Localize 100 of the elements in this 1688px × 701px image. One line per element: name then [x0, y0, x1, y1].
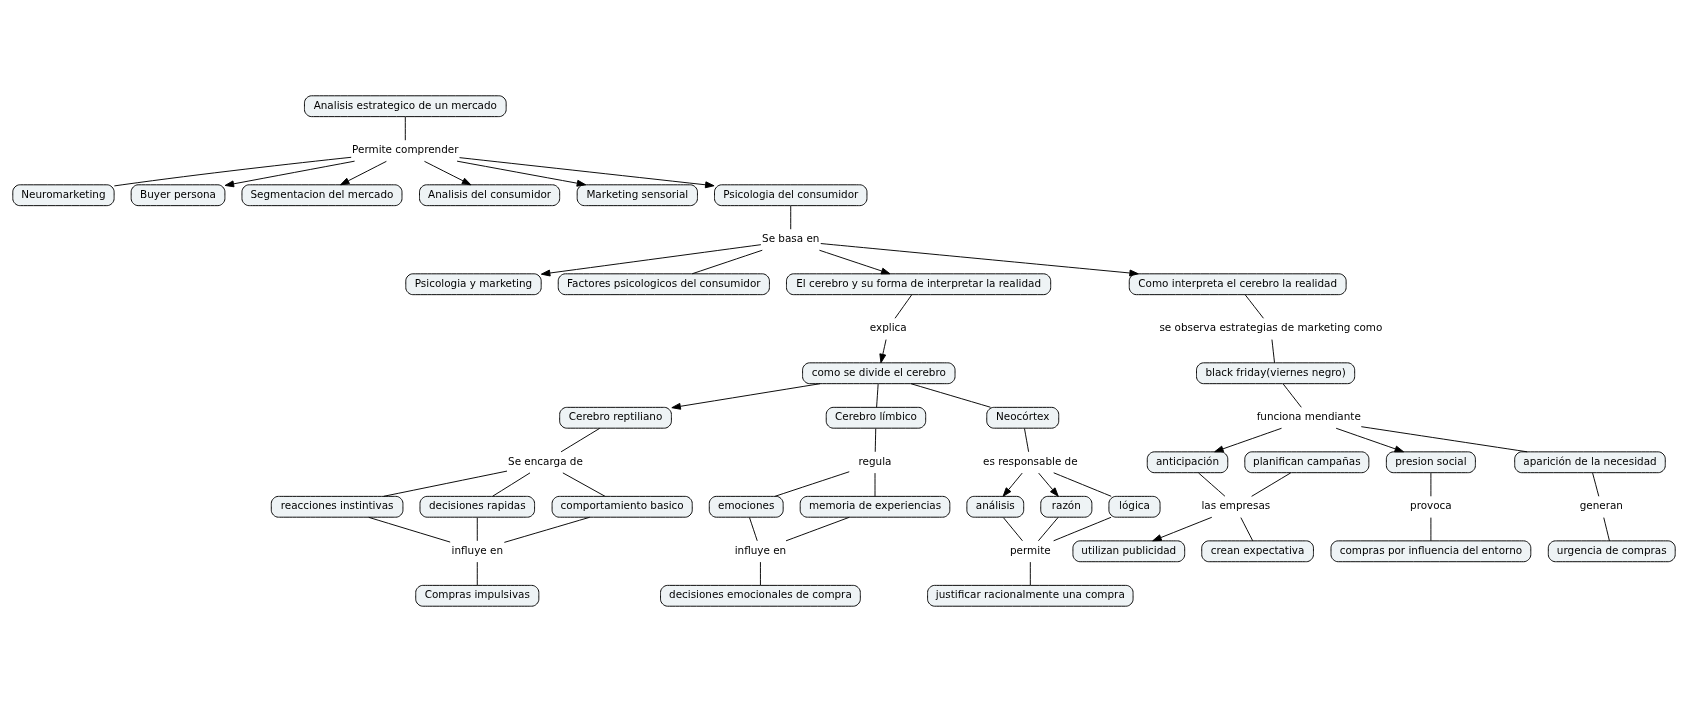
connector: [874, 472, 876, 497]
connector: [691, 249, 763, 274]
arrow: [1214, 427, 1282, 452]
node-box: black friday(viernes negro): [1196, 361, 1356, 384]
node-text: provoca: [1410, 498, 1452, 511]
connector: [790, 205, 792, 230]
connector: [1198, 471, 1226, 497]
node-text: funciona mendiante: [1256, 409, 1361, 422]
arrow: [671, 382, 821, 410]
node-text: es responsable de: [983, 454, 1078, 467]
arrow: [1152, 516, 1213, 541]
connector: [1282, 383, 1302, 408]
node-box: emociones: [708, 495, 784, 518]
node-text: permite: [1010, 543, 1051, 556]
node-text: regula: [858, 454, 892, 467]
connector: [1244, 294, 1264, 319]
node-box: comportamiento basico: [551, 495, 693, 518]
connector: [113, 156, 352, 186]
node-box: Analisis del consumidor: [419, 183, 561, 206]
connector: [1024, 427, 1030, 452]
node-text: generan: [1579, 498, 1623, 511]
node-box: El cerebro y su forma de interpretar la realidad: [786, 272, 1052, 295]
node-box: decisiones rapidas: [419, 495, 536, 518]
node-box: justificar racionalmente una compra: [927, 584, 1134, 607]
node-box: Buyer persona: [130, 183, 226, 206]
node-text: se observa estrategias de marketing como: [1159, 320, 1383, 333]
connector: [476, 516, 478, 541]
connector: [774, 470, 850, 497]
node-box: Cerebro reptiliano: [559, 406, 672, 429]
connector: [368, 516, 451, 543]
node-box: Analisis estrategico de un mercado: [304, 94, 507, 117]
node-text: las empresas: [1201, 498, 1271, 511]
node-text: Se basa en: [762, 231, 820, 244]
connector: [1360, 425, 1528, 452]
connector: [1053, 471, 1112, 497]
node-text: explica: [869, 320, 907, 333]
connector: [910, 382, 992, 408]
node-box: anticipación: [1146, 450, 1229, 473]
node-box: utilizan publicidad: [1072, 539, 1186, 562]
node-box: presion social: [1385, 450, 1476, 473]
node-box: memoria de experiencias: [799, 495, 951, 518]
node-text: Permite comprender: [352, 142, 459, 155]
connector: [1053, 516, 1112, 541]
arrow: [820, 242, 1139, 276]
node-box: planifican campañas: [1244, 450, 1370, 473]
connector: [383, 470, 508, 497]
arrow: [456, 160, 587, 187]
connector: [1603, 516, 1610, 541]
node-box: Como interpreta el cerebro la realidad: [1128, 272, 1347, 295]
node-box: Compras impulsivas: [415, 584, 540, 607]
node-box: decisiones emocionales de compra: [660, 584, 861, 607]
connector: [1240, 516, 1254, 541]
connector: [876, 383, 879, 408]
connector: [1592, 472, 1600, 497]
arrow: [1335, 427, 1405, 452]
arrow: [879, 338, 887, 363]
node-box: Factores psicologicos del consumidor: [557, 272, 770, 295]
connector: [785, 516, 850, 541]
connector: [1430, 472, 1432, 497]
arrow: [340, 160, 387, 185]
node-box: Segmentacion del mercado: [241, 183, 403, 206]
node-box: Psicologia del consumidor: [714, 183, 868, 206]
connector: [894, 294, 913, 319]
arrow: [540, 243, 762, 276]
node-box: reacciones instintivas: [270, 495, 404, 518]
node-box: razón: [1040, 495, 1093, 518]
node-text: influye en: [734, 543, 787, 556]
connector: [492, 471, 531, 497]
node-box: análisis: [966, 495, 1025, 518]
node-box: lógica: [1108, 495, 1161, 518]
node-box: urgencia de compras: [1547, 539, 1676, 562]
arrow: [1002, 472, 1023, 497]
node-box: Neocórtex: [986, 406, 1060, 429]
connector: [476, 561, 478, 586]
connector: [874, 427, 877, 452]
connector: [1251, 471, 1292, 497]
connector: [1037, 516, 1059, 541]
arrow: [1038, 472, 1059, 497]
node-text: influye en: [451, 543, 504, 556]
node-box: Cerebro límbico: [825, 406, 927, 429]
connector: [759, 561, 761, 586]
node-box: crean expectativa: [1201, 539, 1314, 562]
connector: [562, 471, 606, 497]
node-text: Se encarga de: [508, 454, 583, 467]
node-box: Neuromarketing: [12, 183, 115, 206]
connector: [749, 516, 758, 541]
connector: [1029, 561, 1031, 586]
node-box: Psicologia y marketing: [405, 272, 542, 295]
node-box: compras por influencia del entorno: [1330, 539, 1532, 562]
arrow: [423, 160, 472, 185]
arrow: [459, 156, 715, 188]
connector: [404, 116, 406, 141]
connector: [1430, 516, 1432, 541]
connector: [1002, 516, 1023, 541]
node-box: aparición de la necesidad: [1514, 450, 1666, 473]
connector: [503, 516, 591, 543]
connector: [560, 427, 601, 452]
arrow: [224, 160, 356, 187]
node-box: Marketing sensorial: [576, 183, 698, 206]
node-box: como se divide el cerebro: [802, 361, 956, 384]
